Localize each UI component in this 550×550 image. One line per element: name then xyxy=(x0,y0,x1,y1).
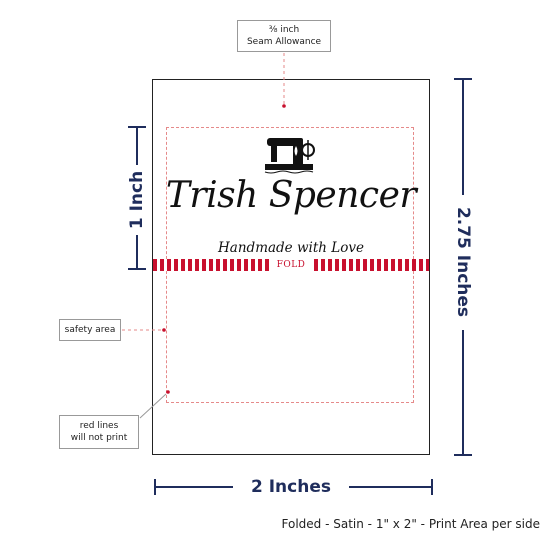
seam-leader-dot xyxy=(282,104,286,108)
brand-tagline: Handmade with Love xyxy=(218,240,364,256)
red-lines-leader-dot xyxy=(166,390,170,394)
safety-leader-dot xyxy=(162,328,166,332)
fold-label: FOLD xyxy=(269,259,313,271)
safety-area-callout: safety area xyxy=(59,319,121,341)
brand-name: Trish Spencer xyxy=(165,175,417,216)
seam-allowance-label: Seam Allowance xyxy=(246,37,322,47)
bottom-dimension-label: 2 Inches xyxy=(250,477,331,497)
red-lines-line2: will not print xyxy=(70,433,128,443)
red-lines-line1: red lines xyxy=(79,421,119,431)
sewing-machine-icon xyxy=(264,138,315,174)
safety-area-label: safety area xyxy=(64,325,116,335)
product-spec-footer: Folded - Satin - 1" x 2" - Print Area pe… xyxy=(281,517,540,531)
seam-allowance-callout: ⅜ inch Seam Allowance xyxy=(237,20,331,52)
red-lines-callout: red lines will not print xyxy=(59,415,139,449)
red-lines-leader-line xyxy=(139,393,167,419)
right-dimension-label: 2.75 Inches xyxy=(453,206,473,318)
left-dimension-label: 1 Inch xyxy=(127,170,147,230)
seam-allowance-fraction: ⅜ inch xyxy=(268,25,300,35)
